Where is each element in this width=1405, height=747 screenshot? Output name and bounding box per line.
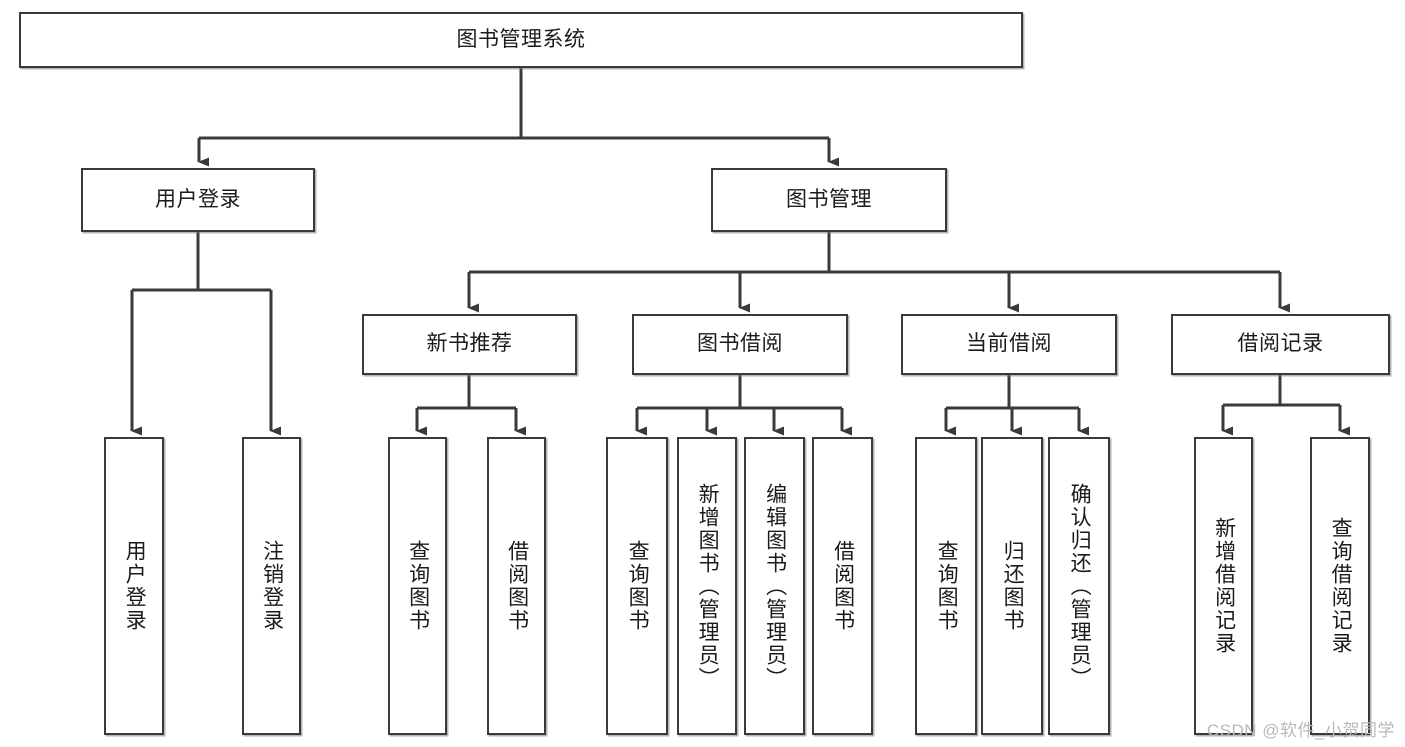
node-leaf-borrow-book-2[interactable]: 借阅图书 xyxy=(812,437,873,735)
node-leaf-add-record[interactable]: 新增借阅记录 xyxy=(1194,437,1253,735)
node-leaf-logout-label: 注销登录 xyxy=(260,540,284,632)
node-leaf-confirm-return[interactable]: 确认归还（管理员） xyxy=(1048,437,1110,735)
node-book-borrow-label: 图书借阅 xyxy=(697,332,783,356)
node-current-borrow-label: 当前借阅 xyxy=(966,332,1052,356)
node-leaf-borrow-book-2-label: 借阅图书 xyxy=(831,540,855,632)
node-leaf-user-login-label: 用户登录 xyxy=(123,540,147,632)
node-book-manage[interactable]: 图书管理 xyxy=(711,168,947,232)
watermark-text: CSDN @软件_小贺同学 xyxy=(1206,721,1395,740)
node-leaf-borrow-book-1[interactable]: 借阅图书 xyxy=(487,437,546,735)
node-leaf-query-book-1-label: 查询图书 xyxy=(406,540,430,632)
node-leaf-edit-book[interactable]: 编辑图书（管理员） xyxy=(744,437,805,735)
node-book-borrow[interactable]: 图书借阅 xyxy=(632,314,848,375)
node-leaf-return-book[interactable]: 归还图书 xyxy=(981,437,1043,735)
node-leaf-add-book[interactable]: 新增图书（管理员） xyxy=(677,437,737,735)
node-user-login[interactable]: 用户登录 xyxy=(81,168,315,232)
node-borrow-record[interactable]: 借阅记录 xyxy=(1171,314,1390,375)
node-root[interactable]: 图书管理系统 xyxy=(19,12,1023,68)
node-leaf-query-book-2-label: 查询图书 xyxy=(626,540,650,632)
node-user-login-label: 用户登录 xyxy=(155,187,241,211)
node-leaf-query-book-1[interactable]: 查询图书 xyxy=(388,437,447,735)
node-leaf-query-book-3-label: 查询图书 xyxy=(935,540,959,632)
node-leaf-add-record-label: 新增借阅记录 xyxy=(1212,517,1236,655)
node-new-book-recommend[interactable]: 新书推荐 xyxy=(362,314,577,375)
node-leaf-query-book-2[interactable]: 查询图书 xyxy=(606,437,668,735)
node-borrow-record-label: 借阅记录 xyxy=(1237,332,1324,356)
node-leaf-edit-book-label: 编辑图书（管理员） xyxy=(763,482,787,690)
node-leaf-add-book-label: 新增图书（管理员） xyxy=(696,482,720,690)
node-leaf-confirm-return-label: 确认归还（管理员） xyxy=(1068,482,1092,690)
node-leaf-query-record[interactable]: 查询借阅记录 xyxy=(1310,437,1370,735)
node-leaf-borrow-book-1-label: 借阅图书 xyxy=(505,540,529,632)
node-new-book-recommend-label: 新书推荐 xyxy=(426,332,513,356)
node-leaf-logout[interactable]: 注销登录 xyxy=(242,437,301,735)
node-leaf-return-book-label: 归还图书 xyxy=(1001,540,1025,632)
node-root-label: 图书管理系统 xyxy=(456,27,586,51)
node-book-manage-label: 图书管理 xyxy=(786,187,872,211)
node-leaf-query-record-label: 查询借阅记录 xyxy=(1329,517,1353,655)
node-leaf-query-book-3[interactable]: 查询图书 xyxy=(915,437,977,735)
node-current-borrow[interactable]: 当前借阅 xyxy=(901,314,1117,375)
node-leaf-user-login[interactable]: 用户登录 xyxy=(104,437,164,735)
